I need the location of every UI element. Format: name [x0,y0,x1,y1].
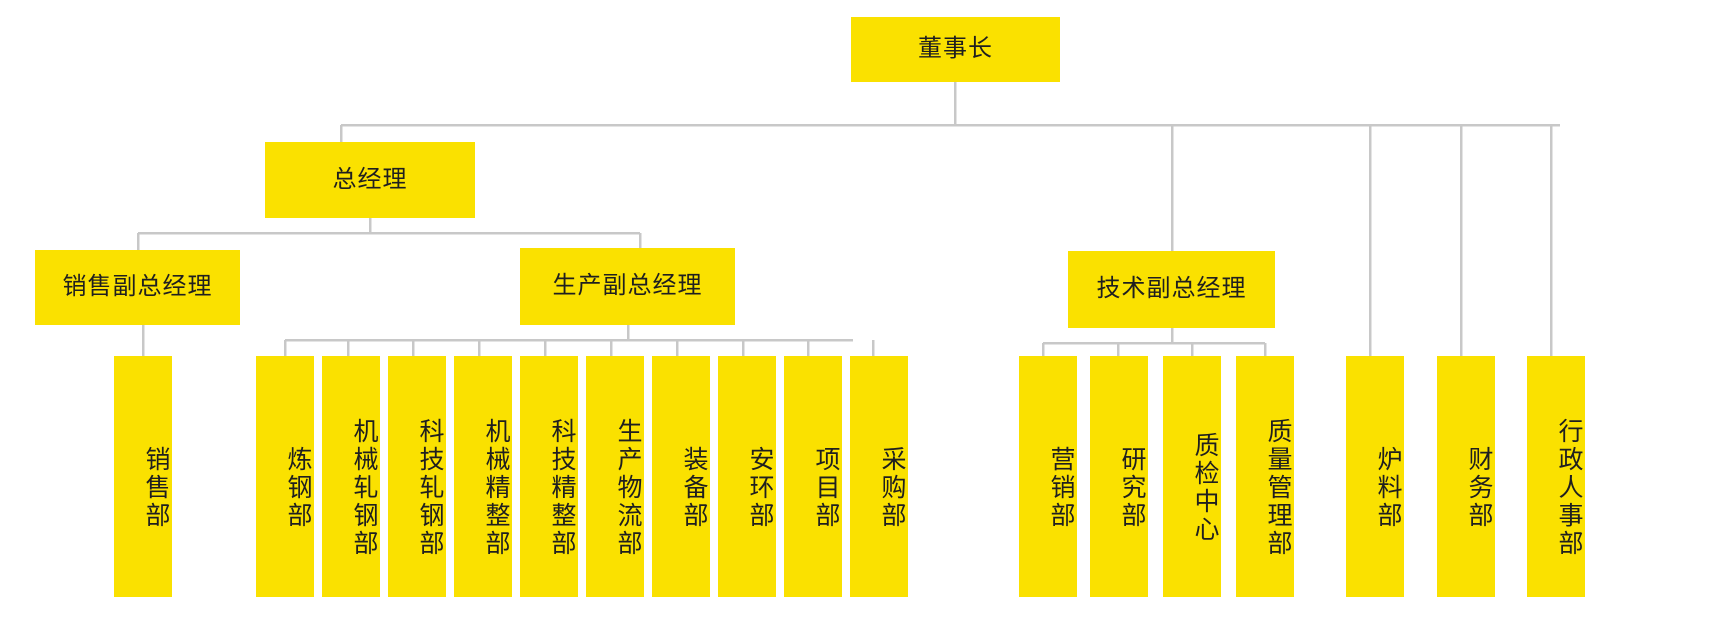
node-safety-env-dept[interactable]: 安环部 [718,356,776,597]
node-furnace-material-dept-label: 炉料部 [1374,445,1402,530]
node-steelmaking-dept-label: 炼钢部 [284,445,312,530]
node-prod-logistics-dept[interactable]: 生产物流部 [586,356,644,597]
node-quality-mgmt-dept[interactable]: 质量管理部 [1236,356,1294,597]
node-qc-center[interactable]: 质检中心 [1163,356,1221,597]
node-tech-finish-dept[interactable]: 科技精整部 [520,356,578,597]
node-mech-finish-dept-label: 机械精整部 [482,417,510,558]
node-mech-finish-dept[interactable]: 机械精整部 [454,356,512,597]
node-general-manager-label: 总经理 [332,165,408,193]
node-chairman[interactable]: 董事长 [851,17,1060,82]
node-vp-production-label: 生产副总经理 [552,272,703,300]
node-mech-rolling-dept-label: 机械轧钢部 [350,417,378,558]
node-research-dept-label: 研究部 [1118,445,1146,530]
node-tech-finish-dept-label: 科技精整部 [548,417,576,558]
node-project-dept-label: 项目部 [812,445,840,530]
node-admin-hr-dept[interactable]: 行政人事部 [1527,356,1585,597]
node-purchasing-dept[interactable]: 采购部 [850,356,908,597]
node-chairman-label: 董事长 [918,35,993,63]
node-sales-dept-label: 销售部 [142,445,170,530]
node-vp-technology[interactable]: 技术副总经理 [1068,251,1275,328]
node-mech-rolling-dept[interactable]: 机械轧钢部 [322,356,380,597]
node-finance-dept[interactable]: 财务部 [1437,356,1495,597]
node-general-manager[interactable]: 总经理 [265,142,475,218]
node-marketing-dept-label: 营销部 [1047,445,1075,530]
node-qc-center-label: 质检中心 [1191,431,1219,544]
node-vp-technology-label: 技术副总经理 [1096,275,1247,303]
node-research-dept[interactable]: 研究部 [1090,356,1148,597]
node-quality-mgmt-dept-label: 质量管理部 [1264,417,1292,558]
node-tech-rolling-dept[interactable]: 科技轧钢部 [388,356,446,597]
node-vp-production[interactable]: 生产副总经理 [520,248,735,325]
node-tech-rolling-dept-label: 科技轧钢部 [416,417,444,558]
node-finance-dept-label: 财务部 [1465,445,1493,530]
node-furnace-material-dept[interactable]: 炉料部 [1346,356,1404,597]
node-equipment-dept-label: 装备部 [680,445,708,530]
node-vp-sales[interactable]: 销售副总经理 [35,250,240,325]
node-purchasing-dept-label: 采购部 [878,445,906,530]
node-admin-hr-dept-label: 行政人事部 [1555,417,1583,558]
node-prod-logistics-dept-label: 生产物流部 [614,417,642,558]
node-sales-dept[interactable]: 销售部 [114,356,172,597]
node-steelmaking-dept[interactable]: 炼钢部 [256,356,314,597]
node-safety-env-dept-label: 安环部 [746,445,774,530]
node-vp-sales-label: 销售副总经理 [62,273,213,301]
node-equipment-dept[interactable]: 装备部 [652,356,710,597]
node-marketing-dept[interactable]: 营销部 [1019,356,1077,597]
node-project-dept[interactable]: 项目部 [784,356,842,597]
